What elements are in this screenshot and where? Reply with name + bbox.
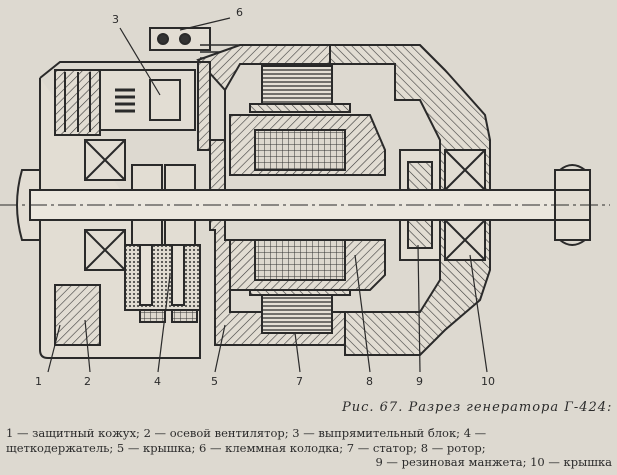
callout-7: 7: [296, 375, 303, 388]
callout-1: 1: [35, 375, 42, 388]
callout-6: 6: [236, 6, 243, 19]
callout-5: 5: [211, 375, 218, 388]
callout-4: 4: [154, 375, 161, 388]
figure-legend: 1 — защитный кожух; 2 — осевой вентилято…: [6, 426, 612, 470]
legend-line-1: 1 — защитный кожух; 2 — осевой вентилято…: [6, 426, 487, 440]
callout-2: 2: [84, 375, 91, 388]
callout-8: 8: [366, 375, 373, 388]
rear-cover: [329, 44, 491, 356]
legend-line-2: щеткодержатель; 5 — крышка; 6 — клеммная…: [6, 440, 486, 455]
legend-line-3: 9 — резиновая манжета; 10 — крышка: [375, 455, 612, 469]
figure-caption-title: Рис. 67. Разрез генератора Г-424:: [342, 400, 613, 415]
stator-coil-top: [261, 65, 333, 105]
callout-9: 9: [416, 375, 423, 388]
brush-holder: [124, 244, 201, 311]
axial-fan-lower: [54, 284, 101, 346]
stator-coil-bottom: [261, 294, 333, 334]
rotor-winding-lower: [254, 239, 346, 281]
callout-10: 10: [481, 375, 495, 388]
rotor-winding-upper: [254, 129, 346, 171]
callout-3: 3: [112, 13, 119, 26]
